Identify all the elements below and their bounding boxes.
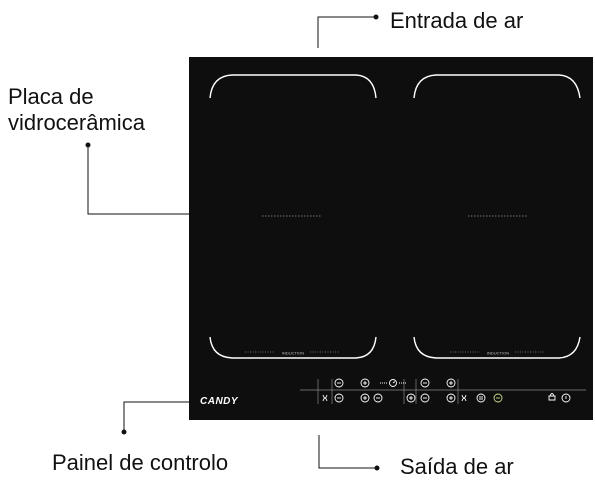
- glass-hob-label-line2: vidrocerâmica: [8, 110, 145, 135]
- lock-icon[interactable]: [548, 393, 556, 401]
- leader-control-panel: [121, 401, 189, 435]
- plus-icon[interactable]: [406, 393, 416, 403]
- pause-icon[interactable]: [476, 393, 486, 403]
- control-panel-label: Painel de controlo: [52, 450, 229, 475]
- plus-icon[interactable]: [446, 378, 456, 388]
- cooking-zone-top-left: [209, 74, 377, 99]
- induction-marking-left: INDUCTION: [282, 351, 304, 356]
- timer-icon[interactable]: [380, 379, 406, 387]
- leader-glass-hob: [85, 142, 189, 215]
- induction-marking-right: INDUCTION: [487, 351, 509, 356]
- air-outlet-label: Saída de ar: [400, 454, 514, 479]
- leader-air-inlet: [317, 14, 379, 48]
- glass-hob-label: Placa de vidrocerâmica: [8, 84, 188, 136]
- plus-icon[interactable]: [360, 393, 370, 403]
- power-icon[interactable]: [561, 393, 571, 403]
- cooking-zone-bottom-right: [413, 336, 581, 359]
- ceramic-glass-hob: [189, 57, 593, 420]
- bridge-icon[interactable]: [322, 394, 328, 402]
- brand-logo: CANDY: [200, 396, 239, 407]
- glass-hob-label-line1: Placa de: [8, 84, 94, 109]
- plus-icon[interactable]: [446, 393, 456, 403]
- cooking-zone-top-right: [413, 74, 581, 99]
- cooking-zone-bottom-left: [209, 336, 377, 359]
- plus-icon[interactable]: [360, 378, 370, 388]
- minus-icon[interactable]: [373, 393, 383, 403]
- boost-icon[interactable]: [493, 393, 503, 403]
- leader-air-outlet: [318, 435, 380, 471]
- minus-icon[interactable]: [334, 378, 344, 388]
- bridge-icon[interactable]: [461, 394, 467, 402]
- minus-icon[interactable]: [334, 393, 344, 403]
- minus-icon[interactable]: [420, 393, 430, 403]
- minus-icon[interactable]: [420, 378, 430, 388]
- air-inlet-label: Entrada de ar: [390, 8, 524, 33]
